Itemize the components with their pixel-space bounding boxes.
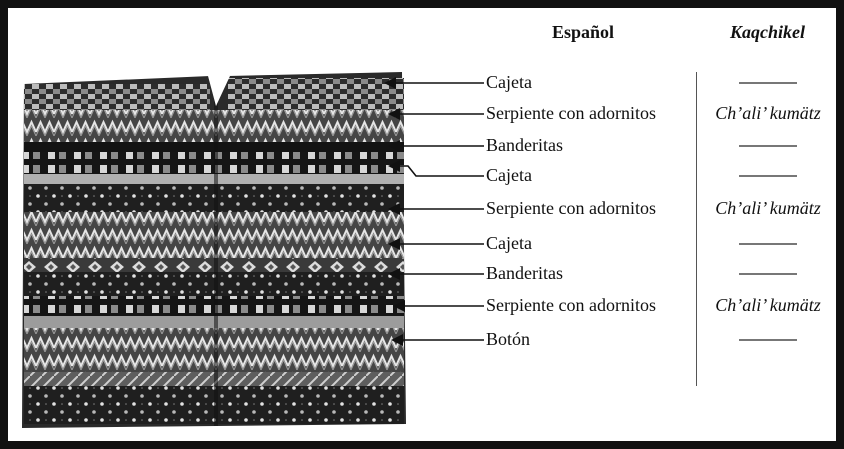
arrowhead — [388, 238, 400, 250]
spanish-label: Banderitas — [486, 264, 563, 282]
spanish-label: Serpiente con adornitos — [486, 199, 656, 217]
arrowhead — [388, 160, 400, 172]
pointer-lines — [8, 8, 836, 441]
spanish-label: Banderitas — [486, 136, 563, 154]
kaqchikel-term: Ch’ali’ kumätz — [715, 199, 821, 217]
kaqchikel-term: Ch’ali’ kumätz — [715, 104, 821, 122]
spanish-label: Serpiente con adornitos — [486, 104, 656, 122]
empty-term-dash — [739, 82, 797, 84]
arrowhead — [393, 300, 405, 312]
empty-term-dash — [739, 145, 797, 147]
spanish-label: Cajeta — [486, 73, 532, 91]
column-divider — [696, 72, 697, 386]
kaqchikel-term: Ch’ali’ kumätz — [715, 296, 821, 314]
spanish-label: Cajeta — [486, 166, 532, 184]
empty-term-dash — [739, 339, 797, 341]
arrowhead — [384, 77, 396, 89]
figure-content: Español Kaqchikel CajetaSerpiente con ad… — [8, 8, 836, 441]
spanish-label: Cajeta — [486, 234, 532, 252]
empty-term-dash — [739, 243, 797, 245]
empty-term-dash — [739, 175, 797, 177]
spanish-label: Botón — [486, 330, 530, 348]
pointer-line — [394, 166, 484, 176]
spanish-label: Serpiente con adornitos — [486, 296, 656, 314]
empty-term-dash — [739, 273, 797, 275]
arrowhead — [388, 108, 400, 120]
arrowhead — [388, 268, 400, 280]
header-kaqchikel: Kaqchikel — [730, 22, 805, 43]
arrowhead — [388, 140, 400, 152]
arrowhead — [388, 203, 400, 215]
arrowhead — [391, 334, 403, 346]
header-spanish: Español — [552, 22, 614, 43]
